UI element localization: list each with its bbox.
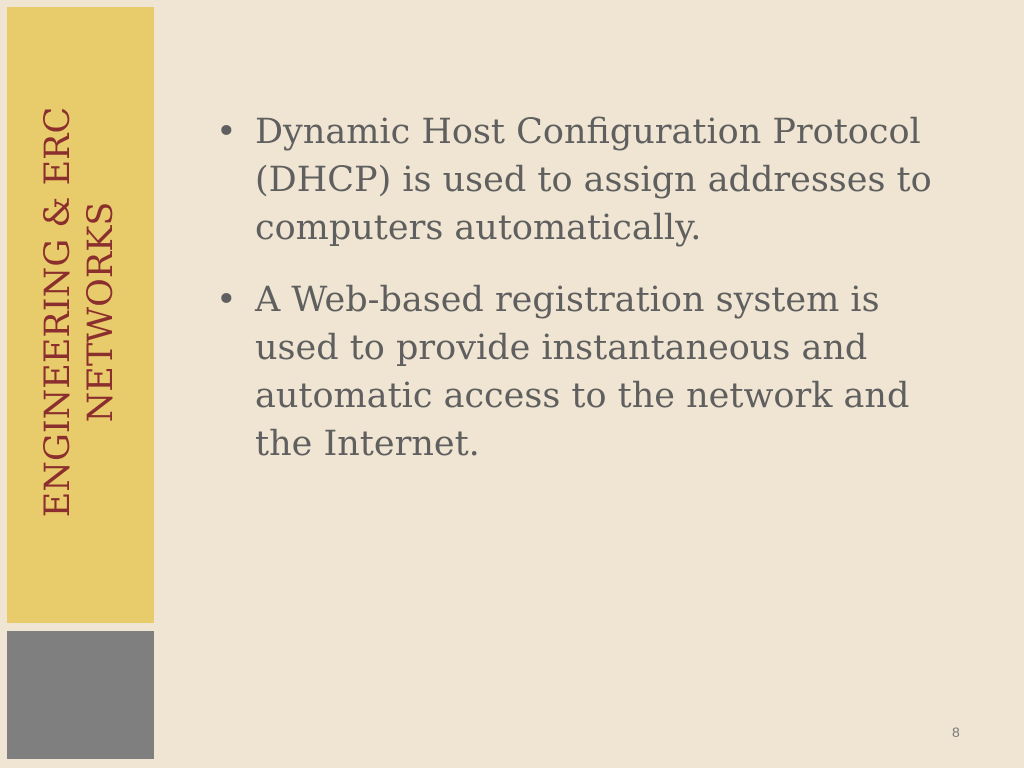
bullet-text: A Web-based registration system is used … [255, 280, 910, 464]
bullet-icon: • [216, 112, 237, 152]
slide-title-line-2: NETWORKS [81, 201, 121, 423]
slide-title-line-1: ENGINEERING & ERC [38, 106, 78, 518]
slide-title: ENGINEERING & ERC NETWORKS [37, 12, 123, 612]
bullet-text: Dynamic Host Configuration Protocol (DHC… [255, 112, 932, 248]
bullet-item: • Dynamic Host Configuration Protocol (D… [212, 108, 972, 252]
grey-decorative-block [7, 631, 154, 759]
bullet-list: • Dynamic Host Configuration Protocol (D… [212, 108, 972, 492]
bullet-item: • A Web-based registration system is use… [212, 276, 972, 468]
title-bar [7, 7, 154, 623]
page-number: 8 [952, 724, 960, 740]
bullet-icon: • [216, 280, 237, 320]
